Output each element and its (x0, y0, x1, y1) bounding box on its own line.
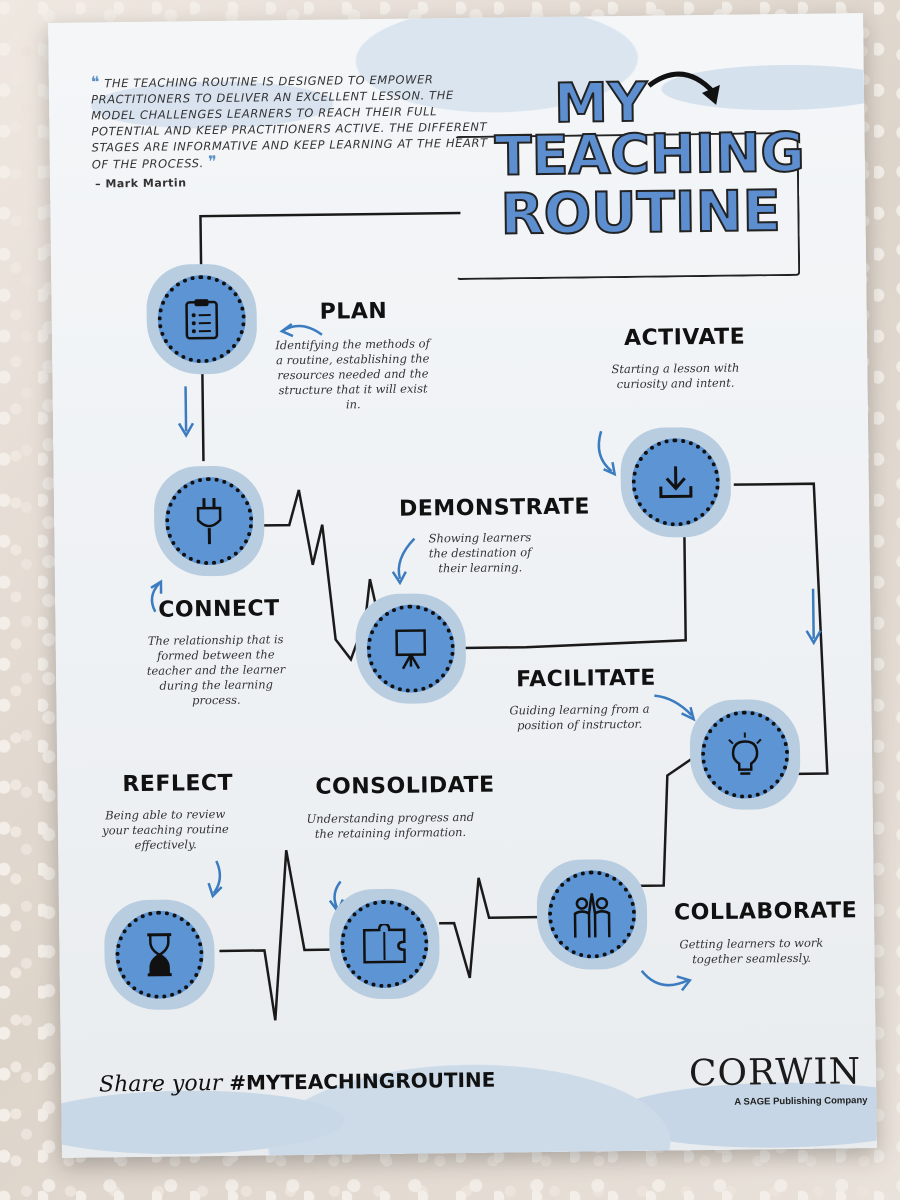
share-text: Share your (98, 1070, 223, 1098)
consolidate-disc (339, 899, 429, 989)
hashtag: #MYTEACHINGROUTINE (229, 1067, 496, 1095)
title-curved-arrow-icon (647, 71, 720, 105)
facilitate-disc (700, 710, 790, 800)
teaching-routine-poster: ❝ The teaching routine is designed to em… (48, 13, 877, 1158)
corwin-tagline: A SAGE Publishing Company (734, 1095, 868, 1108)
plug-icon (196, 498, 222, 545)
plan-disc (157, 274, 247, 364)
collaborate-label: COLLABORATE (673, 898, 858, 926)
download-icon (659, 466, 693, 499)
activate-label: ACTIVATE (623, 324, 746, 352)
corwin-logo: CORWIN (688, 1051, 862, 1095)
consolidate-description: Understanding progress and the retaining… (306, 809, 475, 841)
reflect-label: REFLECT (122, 770, 234, 798)
clipboard-icon (185, 299, 219, 340)
activate-disc (631, 437, 721, 527)
demonstrate-label: DEMONSTRATE (398, 494, 591, 522)
reflect-description: Being able to review your teaching routi… (102, 806, 229, 853)
demonstrate-node (355, 592, 467, 705)
hourglass-icon (147, 933, 172, 977)
lightbulb-icon (728, 732, 762, 775)
connect-disc (164, 476, 254, 566)
reflect-disc (114, 910, 205, 1000)
facilitate-label: FACILITATE (516, 665, 657, 693)
connect-node (153, 465, 265, 577)
puzzle-icon (362, 923, 406, 964)
consolidate-node (328, 888, 441, 1000)
plan-description: Identifying the methods of a routine, es… (275, 336, 430, 412)
plan-node (146, 263, 258, 375)
demonstrate-description: Showing learners the destination of thei… (428, 530, 532, 576)
share-callout: Share your #MYTEACHINGROUTINE (99, 1068, 496, 1098)
consolidate-label: CONSOLIDATE (315, 772, 495, 800)
reflect-node (103, 899, 216, 1011)
demonstrate-disc (366, 604, 456, 694)
collaborate-node (536, 858, 648, 971)
plan-label: PLAN (319, 298, 388, 325)
high-five-icon (573, 893, 611, 938)
facilitate-node (689, 698, 801, 811)
facilitate-description: Guiding learning from a position of inst… (509, 701, 650, 733)
routine-path-lines (150, 211, 829, 1021)
activate-description: Starting a lesson with curiosity and int… (611, 360, 740, 392)
connect-description: The relationship that is formed between … (146, 632, 286, 708)
easel-icon (395, 629, 427, 670)
collaborate-description: Getting learners to work together seamle… (679, 935, 824, 967)
connect-label: CONNECT (158, 596, 280, 623)
activate-node (620, 426, 732, 539)
collaborate-disc (547, 869, 637, 959)
